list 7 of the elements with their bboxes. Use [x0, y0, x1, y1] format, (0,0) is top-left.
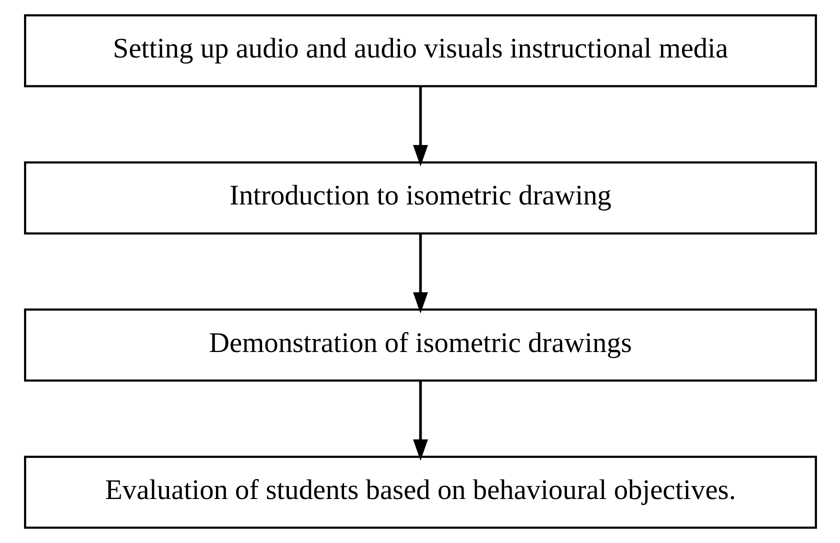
arrow — [412, 380, 428, 461]
arrow — [412, 86, 428, 166]
node-box: Setting up audio and audio visuals instructional media — [24, 14, 816, 88]
node-box: Demonstration of isometric drawings — [24, 308, 816, 382]
node-box: Introduction to isometric drawing — [24, 161, 816, 234]
node-box: Evaluation of students based on behavioural objectives. — [24, 456, 816, 529]
arrow — [412, 234, 428, 314]
